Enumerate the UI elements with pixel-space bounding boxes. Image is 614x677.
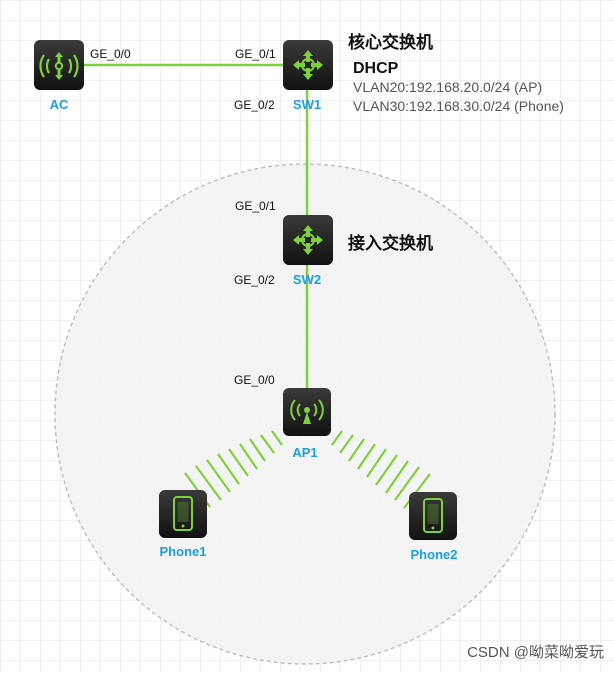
phone2-device[interactable] [409,492,457,540]
phone2-label: Phone2 [411,547,458,562]
smartphone-icon [423,498,443,533]
phone1-device[interactable] [159,490,207,538]
ap1-port-ge00: GE_0/0 [234,373,275,387]
vlan20-info: VLAN20:192.168.20.0/24 (AP) [353,79,542,95]
sw2-device[interactable] [283,215,333,265]
sw1-port-ge01: GE_0/1 [235,47,276,61]
phone1-label: Phone1 [160,544,207,559]
vlan30-info: VLAN30:192.168.30.0/24 (Phone) [353,98,564,114]
sw1-port-ge02: GE_0/2 [234,98,275,112]
wireless-signal-phone2 [331,430,431,509]
dhcp-title: DHCP [353,60,399,77]
ac-label: AC [50,97,69,112]
switch-arrows-icon [293,225,323,255]
sw2-port-ge02: GE_0/2 [234,273,275,287]
access-point-icon [290,399,324,424]
ac-port-label: GE_0/0 [90,47,131,61]
ac-device[interactable] [34,40,84,90]
sw1-device[interactable] [283,40,333,90]
ap1-label: AP1 [292,445,317,460]
sw2-label: SW2 [293,272,321,287]
smartphone-icon [173,496,193,531]
ap1-device[interactable] [283,388,331,436]
sw1-label: SW1 [293,97,321,112]
access-switch-title: 接入交换机 [348,233,433,254]
switch-arrows-icon [293,50,323,80]
core-switch-title: 核心交换机 [348,32,433,53]
watermark: CSDN @呦菜呦爱玩 [467,644,604,661]
sw2-port-ge01: GE_0/1 [235,199,276,213]
wireless-controller-icon [39,52,79,80]
